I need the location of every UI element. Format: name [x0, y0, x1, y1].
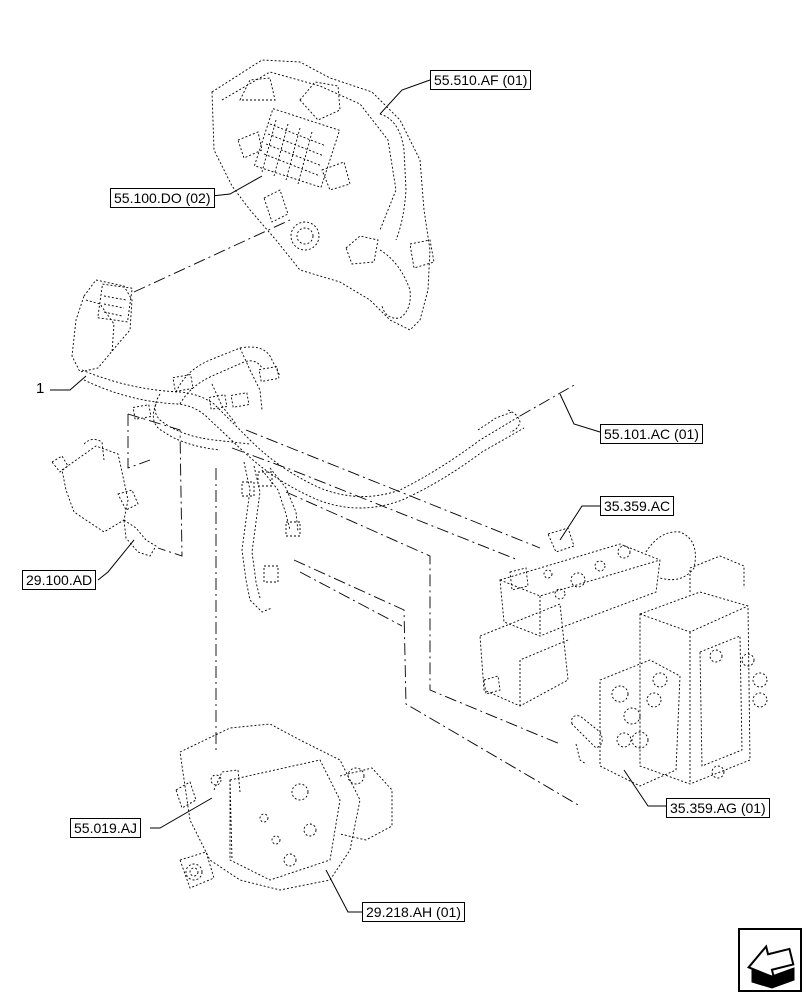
- next-page-arrow-icon[interactable]: [738, 928, 802, 992]
- dotted-outlines: [51, 59, 768, 891]
- callout-29-100-ad[interactable]: 29.100.AD: [22, 570, 97, 590]
- callout-55-101-ac[interactable]: 55.101.AC (01): [600, 424, 703, 444]
- callout-35-359-ac[interactable]: 35.359.AC: [600, 496, 675, 516]
- reference-lines: [127, 219, 581, 807]
- item-number-1: 1: [36, 380, 45, 397]
- callout-35-359-ag[interactable]: 35.359.AG (01): [666, 798, 770, 818]
- control-board-assembly: [211, 59, 435, 331]
- valve-block-small: [51, 439, 157, 557]
- hydraulic-frame: [571, 555, 768, 787]
- callout-55-100-do[interactable]: 55.100.DO (02): [110, 188, 215, 208]
- harness-connector: [71, 279, 133, 373]
- callout-55-510-af[interactable]: 55.510.AF (01): [430, 70, 532, 90]
- hydraulic-pump: [175, 723, 393, 891]
- callout-55-019-aj[interactable]: 55.019.AJ: [70, 818, 142, 838]
- callout-29-218-ah[interactable]: 29.218.AH (01): [362, 902, 465, 922]
- wiring-harness: [81, 346, 525, 613]
- leader-lines: [50, 79, 666, 913]
- valve-manifold: [479, 527, 696, 707]
